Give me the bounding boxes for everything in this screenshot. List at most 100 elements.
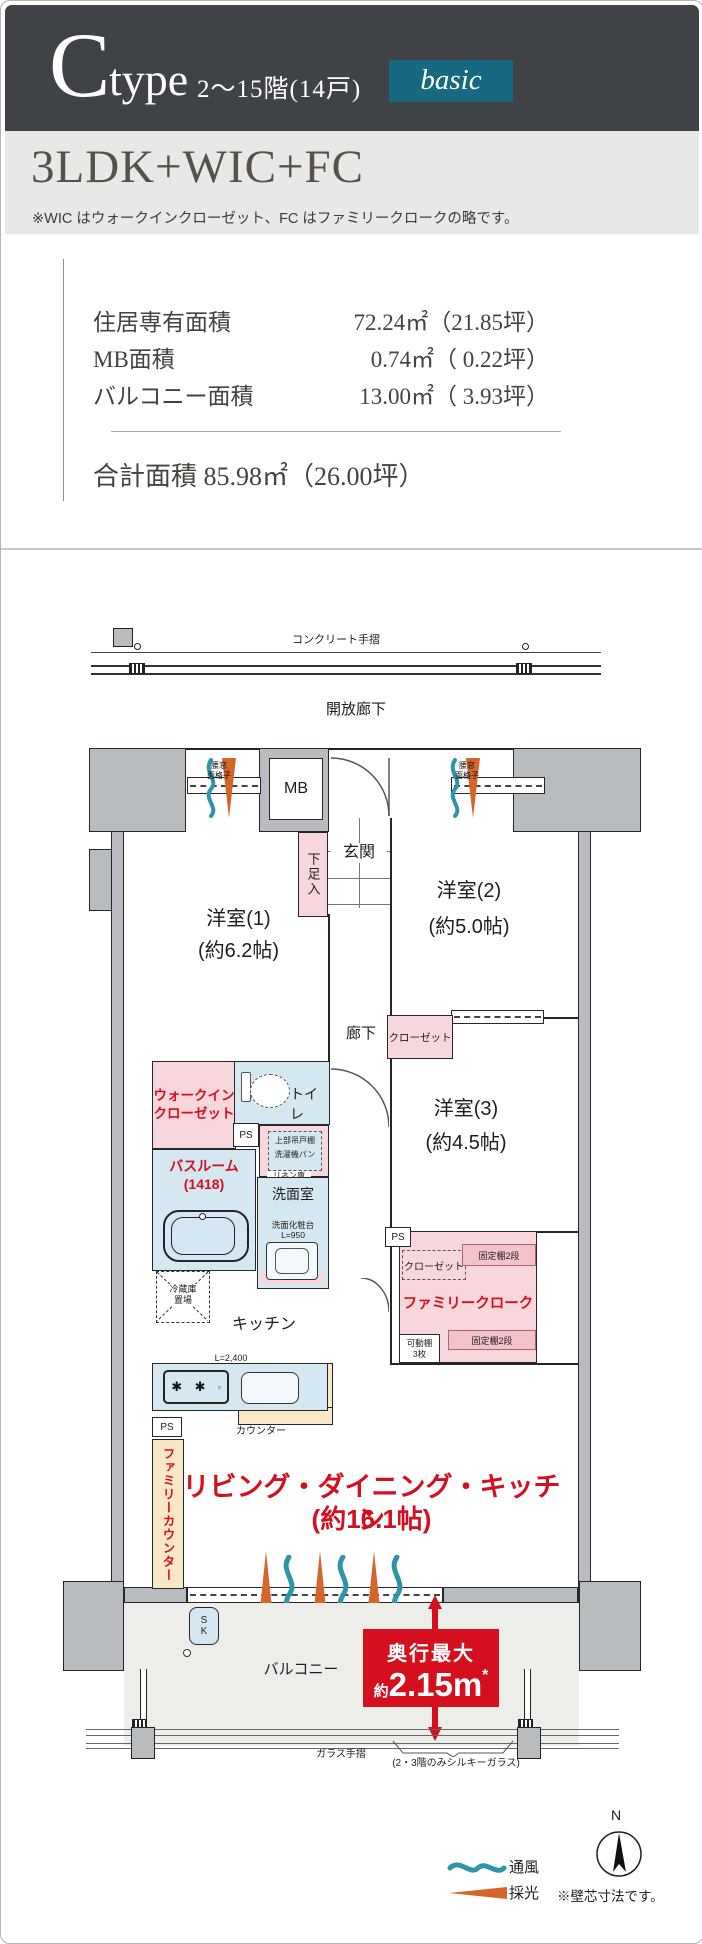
ps-label: PS [160, 1421, 174, 1433]
kitchen-label: キッチン [231, 1316, 296, 1333]
north-label: N [610, 1807, 622, 1823]
mb-label: MB [284, 780, 308, 797]
family-cloak-room: クローゼット 固定棚2段 ファミリークローク 可動棚 3枚 固定棚2段 [399, 1231, 537, 1363]
area-row-label: 住居専有面積 [93, 310, 231, 335]
sk-sink: S K [189, 1607, 219, 1645]
ps-box: PS [233, 1123, 259, 1147]
washer-pan-shape [268, 1131, 322, 1171]
upper-cabinet-label: 上部吊戸棚 [275, 1136, 315, 1145]
powder-room-label: 洗面室 [272, 1186, 314, 1202]
linen-label: リネン庫 [267, 1171, 311, 1181]
depth-badge-prefix: 約 [373, 1683, 389, 1700]
room3-size: (約4.5帖) [425, 1132, 507, 1154]
ps-box: PS [385, 1227, 411, 1247]
counter-length-label: L=2,400 [214, 1353, 248, 1363]
toilet-bowl [250, 1074, 290, 1108]
rail-line [91, 673, 601, 675]
rail-line [91, 665, 601, 667]
toilet-label: トイレ [290, 1086, 318, 1122]
rail-line [91, 652, 601, 653]
wall-bottom-right [579, 1581, 641, 1671]
bathtub [163, 1210, 249, 1262]
type-word: type [109, 54, 189, 105]
light-symbol [222, 758, 236, 818]
washbasin [266, 1242, 318, 1280]
concrete-rail-label: コンクリート手摺 [292, 634, 380, 646]
wind-legend-icon [447, 1862, 507, 1873]
glass-note-brace [392, 1740, 514, 1757]
depth-badge-line1: 奥行最大 [387, 1643, 475, 1665]
ldk-name: リビング・ダイニング・キッチン [182, 1472, 561, 1535]
rail-footing [131, 1727, 155, 1759]
fixed-shelf-bottom: 固定棚2段 [448, 1330, 536, 1350]
light-legend-icon [449, 1887, 507, 1899]
closet-label: クローゼット [388, 1031, 452, 1044]
depth-arrow-shaft [432, 1701, 438, 1729]
bathroom: バスルーム (1418) [152, 1149, 256, 1271]
wind-symbol [450, 758, 460, 818]
closet-label: クローゼット [404, 1261, 464, 1273]
area-row-value: 0.74㎡（ 0.22坪） [370, 347, 549, 372]
area-row-label: MB面積 [93, 347, 175, 372]
layout-title: 3LDK+WIC+FC [31, 141, 364, 193]
glass-note-label: (2・3階のみシルキーガラス) [392, 1758, 520, 1769]
rail-drain [134, 643, 141, 650]
ldk-door-arc [361, 1278, 389, 1312]
fc-closet: クローゼット [402, 1250, 466, 1280]
stove: ✱✱▫ [163, 1370, 229, 1404]
fixed-shelf-top: 固定棚2段 [462, 1244, 536, 1266]
balcony-label: バルコニー [263, 1661, 339, 1678]
section-divider [1, 548, 702, 550]
counter-label: カウンター [236, 1426, 286, 1437]
room2-name: 洋室(2) [436, 880, 502, 902]
basic-badge: basic [389, 60, 513, 102]
light-legend-label: 採光 [509, 1885, 540, 1902]
grille-label: 腰窓 面格子 [207, 761, 231, 780]
area-row-value: 72.24㎡（21.85坪） [353, 310, 550, 335]
ps-label: PS [391, 1231, 405, 1243]
area-row: MB面積 0.74㎡（ 0.22坪） [93, 340, 549, 374]
depth-arrow-shaft [432, 1607, 438, 1633]
bathroom-label: バスルーム (1418) [169, 1158, 239, 1192]
wall-bottom-left [63, 1581, 124, 1671]
rail-hatch [129, 663, 145, 674]
light-symbol [466, 758, 480, 818]
washer-pan-label: 洗濯機パン [274, 1150, 316, 1159]
hallway-label: 廊下 [333, 1025, 389, 1044]
family-cloak-label: ファミリークローク [402, 1296, 534, 1312]
dimension-note: ※壁芯寸法です。 [557, 1889, 664, 1904]
fc-bottom-wall [390, 1363, 578, 1365]
glass-rail-line [86, 1743, 619, 1744]
depth-badge: 奥行最大 約2.15m* [363, 1629, 499, 1707]
powder-room: 洗面室 洗面化粧台 L=950 [257, 1177, 329, 1289]
type-floors: 2〜15階(14戸) [197, 76, 362, 103]
entrance-door-arc [330, 757, 390, 817]
glass-rail-label: ガラス手摺 [301, 1749, 381, 1762]
mb-box: MB [269, 758, 323, 820]
powder-door-arc [331, 1068, 389, 1127]
depth-arrow-down [428, 1727, 442, 1741]
layout-summary: 3LDK+WIC+FC ※WIC はウォークインクローゼット、FC はファミリー… [5, 131, 699, 234]
toilet-room: トイレ [234, 1061, 330, 1125]
entrance-tiles [328, 818, 390, 908]
walk-in-closet: ウォークイン クローゼット [152, 1061, 236, 1149]
vanity-label: 洗面化粧台 L=950 [271, 1220, 315, 1241]
room2-size: (約5.0帖) [428, 916, 510, 938]
hall-left-wall [328, 914, 330, 1064]
family-counter: ファミリーカウンター [152, 1439, 184, 1589]
wall-left [111, 831, 124, 1603]
fridge-space: 冷蔵庫 置場 [156, 1271, 210, 1323]
sink [241, 1372, 299, 1404]
glass-rail-line [86, 1735, 619, 1736]
depth-badge-mark: * [482, 1667, 489, 1684]
layout-note: ※WIC はウォークインクローゼット、FC はファミリークロークの略です。 [32, 211, 519, 227]
washer-area: 上部吊戸棚 洗濯機パン [259, 1125, 329, 1177]
rail-post-block [113, 628, 133, 647]
area-row-value: 13.00㎡（ 3.93坪） [359, 384, 549, 409]
wall-top-left [89, 748, 186, 832]
area-total: 合計面積 85.98㎡（26.00坪） [93, 462, 425, 491]
area-table-border [63, 259, 64, 501]
room1-name: 洋室(1) [206, 908, 271, 930]
